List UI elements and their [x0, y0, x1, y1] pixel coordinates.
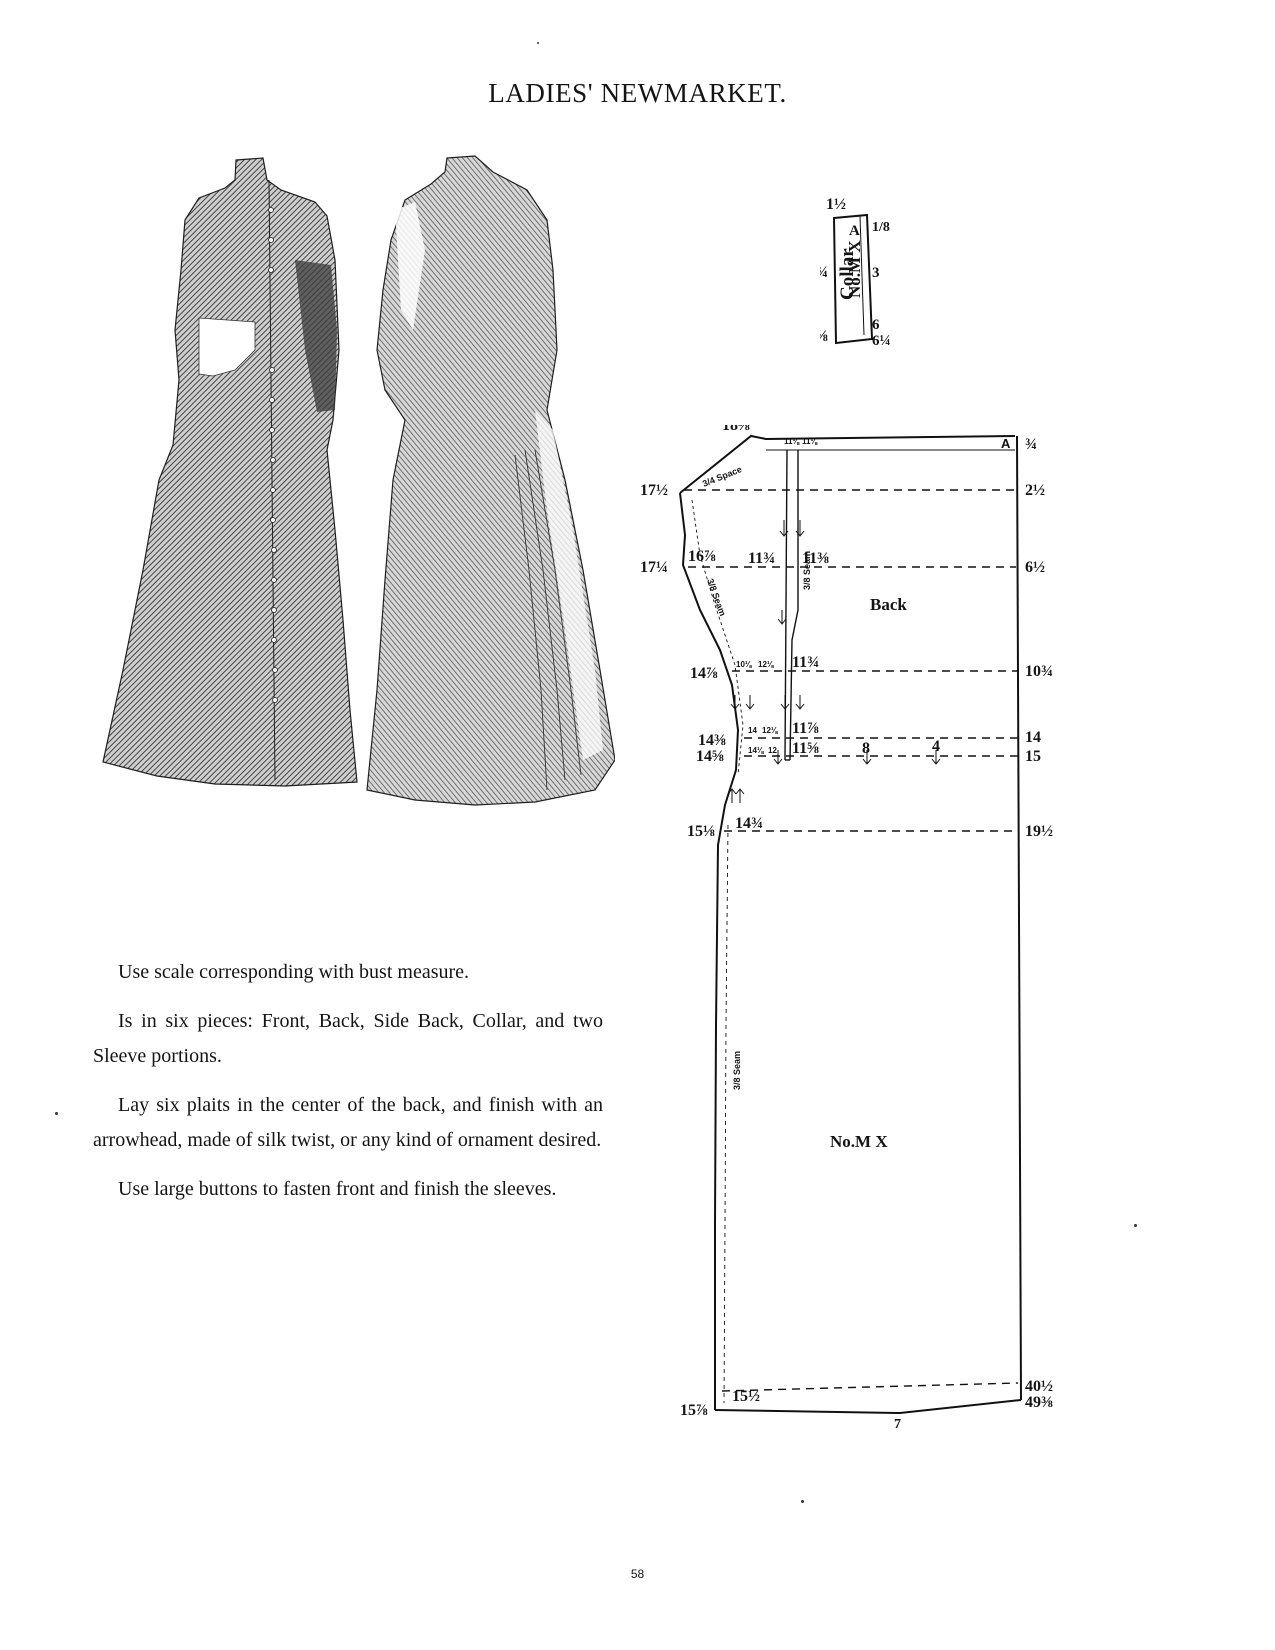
measurement: 17½ [640, 482, 668, 499]
measurement: 11¾ [748, 550, 775, 567]
measurement: 15⅞ [680, 1402, 708, 1419]
small-mark: 10⅛ [736, 660, 753, 669]
small-mark: 11⅛ [802, 437, 818, 446]
measurement: 14⅜ [698, 732, 726, 749]
small-mark: 11⅛ [784, 437, 800, 446]
measurement: 10¾ [1025, 663, 1053, 680]
collar-measure: 6 [872, 317, 880, 333]
print-speck [537, 42, 539, 44]
seam-line [691, 499, 744, 776]
collar-measure: 3 [872, 265, 880, 281]
plait-line [784, 449, 788, 761]
plait-line [789, 450, 799, 761]
garment-illustration [102, 155, 615, 806]
measurement: 16⅞ [688, 548, 716, 565]
measurement: 14⅝ [696, 748, 724, 765]
right-edge [1016, 435, 1022, 1401]
collar-label: Collar [837, 248, 858, 300]
collar-measure: 1⅝ [820, 328, 828, 345]
measurement: 14 [1025, 729, 1041, 746]
measurement: 17¼ [640, 559, 668, 576]
small-mark: 12⅛ [758, 660, 775, 669]
collar-inner-line [859, 215, 865, 336]
measurement: 14⅞ [690, 665, 718, 682]
measurement: 11⅝ [792, 740, 819, 757]
measurement: 11⅞ [792, 720, 819, 737]
measurement: 7 [894, 1417, 901, 1430]
measurement: 40½ [1025, 1378, 1053, 1395]
measurement: 2½ [1025, 482, 1045, 499]
seam-label: 3/8 Seam [705, 577, 728, 617]
side-seam-edge [679, 492, 740, 1410]
pattern-number: No.M X [830, 1132, 888, 1151]
measurement: 49⅜ [1025, 1394, 1053, 1411]
seam-line [723, 824, 729, 1404]
page-number: 58 [630, 1567, 645, 1581]
measurement: 18⅝ [722, 425, 750, 434]
collar-diagram: Collar No.M X A 1½ 1/8 1¾ 3 1⅝ 6 6¼ [820, 196, 891, 349]
print-speck [801, 1500, 804, 1503]
instructions-text: Use scale corresponding with bust measur… [93, 955, 603, 1221]
measurement: 15⅛ [687, 823, 715, 840]
measurement: 14¾ [735, 815, 763, 832]
small-mark: 12 [768, 746, 777, 755]
measurement: 15½ [732, 1388, 760, 1405]
instruction-paragraph: Is in six pieces: Front, Back, Side Back… [93, 1010, 603, 1067]
instruction-paragraph: Use scale corresponding with bust measur… [118, 961, 470, 983]
neck-edge [679, 434, 1016, 494]
back-label: Back [870, 595, 907, 614]
measurement: 6½ [1025, 559, 1045, 576]
measurement: 15 [1025, 748, 1041, 765]
neck-marker: A [1001, 436, 1011, 451]
front-view-figure [102, 157, 358, 787]
page-title: LADIES' NEWMARKET. [488, 78, 787, 108]
print-speck [1134, 1224, 1137, 1227]
measurement: 4 [932, 738, 940, 755]
print-speck [55, 1112, 58, 1115]
collar-outline [832, 213, 874, 345]
collar-measure: 1½ [826, 196, 846, 213]
small-mark: 14⅛ [748, 746, 765, 755]
measurement: 8 [862, 740, 870, 757]
small-mark: 12⅛ [762, 726, 779, 735]
back-view-figure [366, 155, 615, 806]
instruction-paragraph: Lay six plaits in the center of the back… [93, 1094, 603, 1151]
collar-measure: 6¼ [872, 333, 891, 349]
collar-number: No.M X [845, 240, 864, 298]
back-pattern-diagram: 3/4 Space 3/8 Seam 3/8 Seam 3/8 Seam Bac… [640, 425, 1053, 1430]
measurement: ¾ [1025, 436, 1037, 453]
small-mark: 14 [748, 726, 757, 735]
seam-label: 3/4 Space [701, 464, 743, 489]
construction-line [721, 1382, 1019, 1392]
instruction-paragraph: Use large buttons to fasten front and fi… [118, 1178, 557, 1200]
hem-edge [714, 1399, 1022, 1415]
collar-measure: 1/8 [872, 220, 890, 235]
measurement: 11¾ [792, 654, 819, 671]
collar-measure: 1¾ [820, 264, 828, 281]
measurement: 11⅜ [802, 550, 829, 567]
seam-label: 3/8 Seam [732, 1051, 742, 1090]
collar-marker: A [849, 223, 860, 239]
measurement: 19½ [1025, 823, 1053, 840]
seam-label: 3/8 Seam [802, 551, 812, 590]
